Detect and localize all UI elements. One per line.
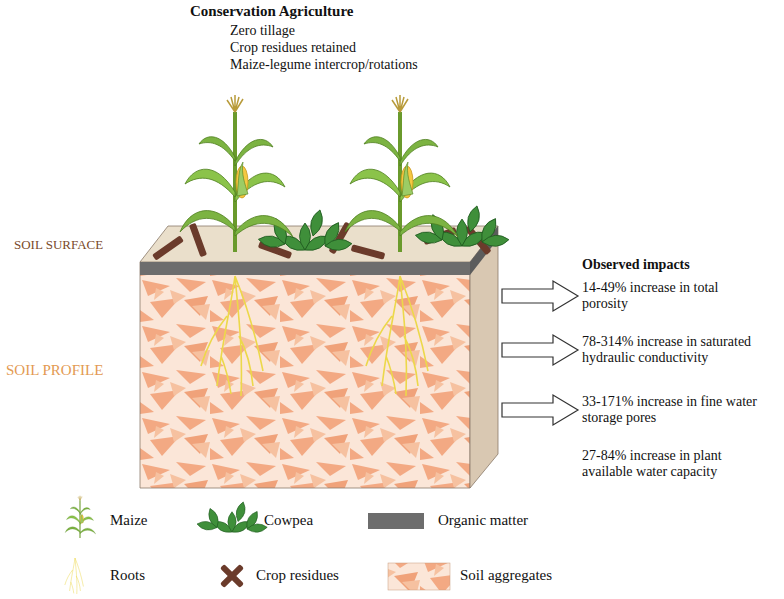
plant-roots	[201, 276, 428, 396]
impact-text: 14-49% increase in total porosity	[582, 280, 767, 312]
plant-roots	[201, 276, 263, 396]
section-heading: Observed impacts	[582, 257, 690, 273]
cowpea-plant	[414, 204, 509, 250]
soil-block	[140, 226, 498, 488]
legend-icon	[220, 564, 244, 588]
region-label: SOIL SURFACE	[14, 238, 103, 253]
crop-residues	[189, 223, 207, 257]
maize-plant	[345, 95, 458, 252]
soil-block	[140, 262, 470, 488]
list-item: Maize-legume intercrop/rotations	[230, 57, 418, 73]
crop-residues	[152, 235, 184, 260]
list-item: Zero tillage	[230, 23, 295, 39]
impact-text: 33-171% increase in fine water storage p…	[582, 394, 767, 426]
impact-text: 27-84% increase in plant available water…	[582, 448, 767, 480]
legend-label: Soil aggregates	[460, 567, 552, 584]
impact-arrow	[502, 395, 578, 425]
organic-matter-layer	[140, 262, 470, 275]
cowpea-plant	[257, 208, 352, 254]
legend-icon	[196, 501, 267, 536]
legend-icon	[65, 558, 84, 594]
legend-icon	[220, 564, 244, 588]
impact-arrow	[502, 281, 578, 425]
impact-arrow	[502, 335, 578, 365]
maize-plant	[180, 95, 293, 252]
legend-label: Maize	[110, 512, 147, 529]
legend-swatch	[368, 513, 424, 529]
list-item: Crop residues retained	[230, 40, 356, 56]
legend-icon	[65, 496, 96, 538]
title: Conservation Agriculture	[190, 3, 353, 20]
impact-text: 78-314% increase in saturated hydraulic …	[582, 334, 767, 366]
impact-arrow	[502, 281, 578, 311]
legend-icon	[65, 496, 450, 594]
cowpea-plant	[257, 204, 509, 254]
region-label: SOIL PROFILE	[6, 362, 103, 379]
legend-icon	[388, 563, 450, 590]
maize-plant	[180, 95, 458, 252]
legend-label: Cowpea	[264, 512, 313, 529]
soil-block	[470, 226, 498, 488]
crop-residues	[351, 244, 386, 260]
legend-label: Roots	[110, 567, 145, 584]
legend-label: Organic matter	[438, 512, 528, 529]
plant-roots	[366, 276, 428, 396]
legend-label: Crop residues	[256, 567, 339, 584]
